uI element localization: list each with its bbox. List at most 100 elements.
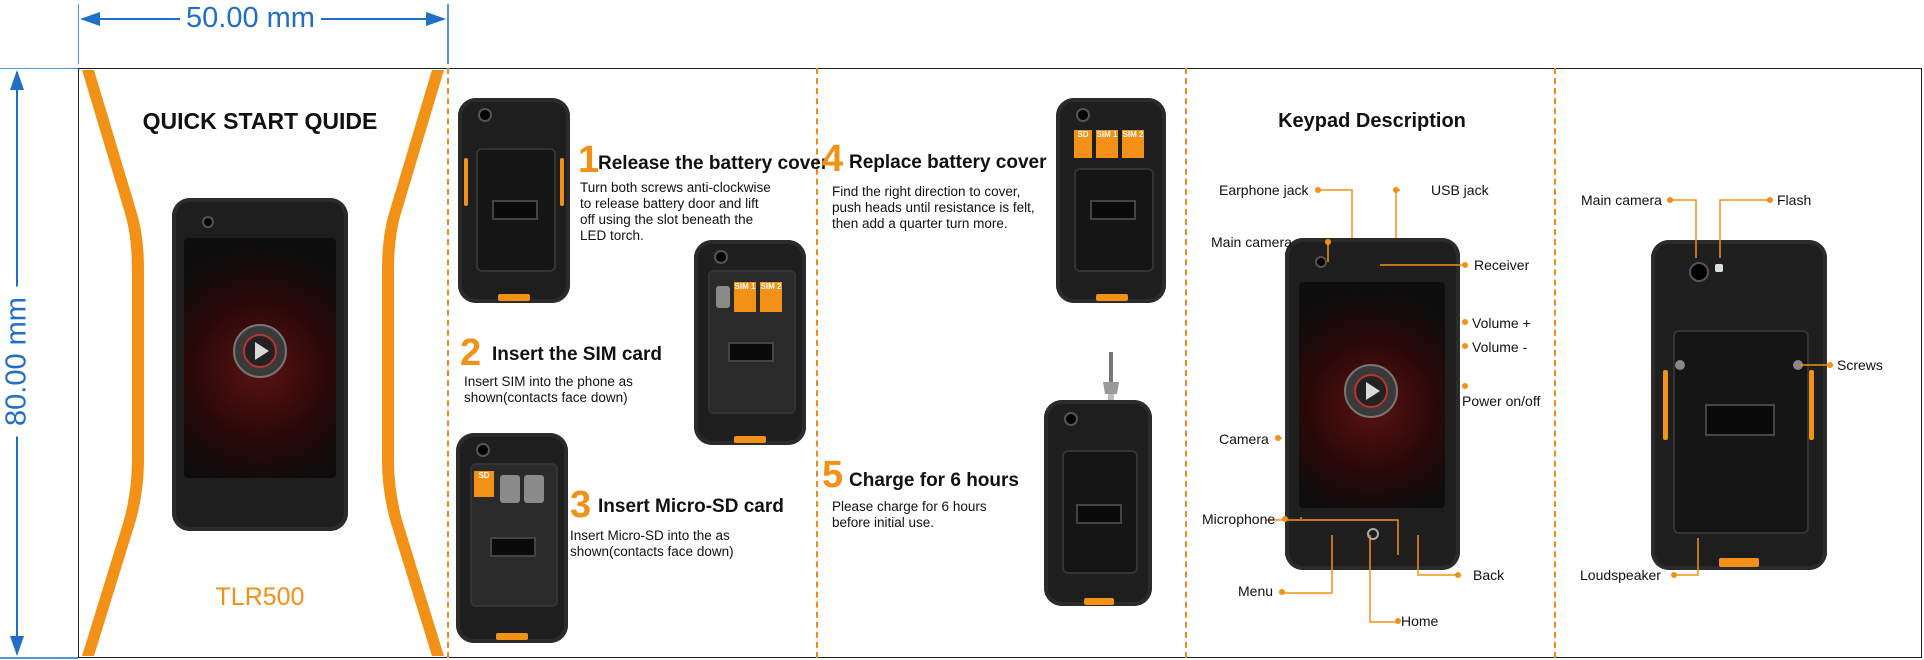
step4-number: 4 (822, 138, 844, 180)
charging-cable-icon (1103, 352, 1119, 404)
cover-phone-front (172, 198, 348, 531)
step1-label-slot (492, 200, 538, 220)
step2-sd-slot (716, 286, 730, 308)
step2-bottom-strip (734, 436, 766, 443)
home-dot (1395, 618, 1401, 624)
step5-phone-back (1044, 400, 1152, 606)
earphone-jack-dot (1315, 187, 1321, 193)
step3-line-1: Insert Micro-SD into the as (570, 528, 730, 543)
step5-line-2: before initial use. (832, 515, 935, 530)
keypad-play-icon (1344, 364, 1398, 418)
step4-phone-back: SD SIM 1 SIM 2 (1056, 98, 1166, 303)
width-dimension-label: 50.00 mm (180, 2, 321, 35)
label-home: Home (1401, 613, 1439, 629)
step3-sim2-slot (524, 475, 544, 503)
step3-sd-card: SD (474, 471, 494, 497)
fold-line-2 (816, 68, 818, 658)
label-usb-jack: USB jack (1431, 182, 1489, 198)
step4-line-3: then add a quarter turn more. (832, 216, 1008, 231)
step5-number: 5 (822, 454, 844, 496)
keypad-front-camera-icon (1315, 256, 1327, 268)
menu-dot (1279, 589, 1285, 595)
microphone-dot (1282, 516, 1288, 522)
step1-description: Turn both screws anti-clockwise to relea… (580, 180, 820, 244)
step2-line-2: shown(contacts face down) (464, 390, 628, 405)
step4-title: Replace battery cover (849, 152, 1047, 173)
loudspeaker-dot (1671, 572, 1677, 578)
step5-description: Please charge for 6 hours before initial… (832, 499, 1052, 531)
step3-title: Insert Micro-SD card (598, 496, 784, 517)
step1-line-1: Turn both screws anti-clockwise (580, 180, 771, 195)
label-menu: Menu (1238, 583, 1274, 599)
step4-sim1-card: SIM 1 (1096, 130, 1118, 158)
step3-bottom-strip (496, 633, 528, 640)
fold-line-1 (447, 68, 449, 658)
rear-camera-icon (1689, 262, 1709, 282)
label-volume-up: Volume + (1472, 315, 1531, 331)
back-callout-lines (1670, 199, 1830, 576)
usb-jack-dot (1393, 187, 1399, 193)
step2-camera-icon (714, 250, 728, 264)
receiver-dot (1462, 262, 1468, 268)
step2-sim1-card: SIM 1 (734, 282, 756, 312)
leaflet-sheet (78, 68, 1922, 658)
step1-side-strip-right (560, 158, 564, 206)
label-microphone: Microphone (1202, 511, 1276, 527)
back-dot (1455, 572, 1461, 578)
step1-line-4: LED torch. (580, 228, 644, 243)
step4-line-1: Find the right direction to cover, (832, 184, 1021, 199)
step3-camera-icon (476, 443, 490, 457)
step5-title: Charge for 6 hours (849, 470, 1019, 491)
step1-bottom-strip (498, 294, 530, 301)
screw-left-icon (1675, 360, 1685, 370)
volume-down-dot (1462, 343, 1468, 349)
label-power: Power on/off (1462, 393, 1541, 409)
step5-bottom-strip (1084, 598, 1114, 605)
label-back-main-camera: Main camera (1581, 192, 1662, 208)
volume-up-dot (1462, 319, 1468, 325)
step2-line-1: Insert SIM into the phone as (464, 374, 633, 389)
step4-camera-icon (1076, 108, 1090, 122)
keypad-callout-lines (1265, 189, 1468, 623)
fold-line-4 (1554, 68, 1556, 658)
step2-sim2-card: SIM 2 (760, 282, 782, 312)
step2-phone-back-open: SIM 1 SIM 2 (694, 240, 806, 445)
step4-battery-door (1074, 168, 1154, 272)
step1-number: 1 (578, 139, 600, 181)
step2-title: Insert the SIM card (492, 344, 662, 365)
back-main-camera-dot (1667, 197, 1673, 203)
keypad-phone-front (1285, 238, 1460, 570)
step4-sd-card: SD (1074, 130, 1092, 158)
flash-icon (1715, 264, 1723, 272)
label-main-camera-front: Main camera (1211, 234, 1292, 250)
step5-label-slot (1076, 504, 1122, 524)
back-bottom-strip (1719, 558, 1759, 567)
step1-line-3: off using the slot beneath the (580, 212, 754, 227)
label-receiver: Receiver (1474, 257, 1530, 273)
cover-phone-camera-icon (202, 216, 214, 228)
cover-model-name: TLR500 (215, 583, 305, 611)
label-screws: Screws (1837, 357, 1883, 373)
step4-label-slot (1090, 200, 1136, 220)
step3-line-2: shown(contacts face down) (570, 544, 734, 559)
label-back: Back (1473, 567, 1505, 583)
step3-phone-back-open: SD (456, 433, 568, 643)
label-volume-down: Volume - (1472, 339, 1528, 355)
step5-line-1: Please charge for 6 hours (832, 499, 987, 514)
step3-sim1-slot (500, 475, 520, 503)
keypad-title: Keypad Description (1278, 110, 1466, 132)
label-camera: Camera (1219, 431, 1269, 447)
cover-orange-bracket-right (382, 70, 444, 656)
step4-line-2: push heads until resistance is felt, (832, 200, 1035, 215)
step4-description: Find the right direction to cover, push … (832, 184, 1072, 232)
step4-bottom-strip (1096, 294, 1128, 301)
step3-description: Insert Micro-SD into the as shown(contac… (570, 528, 790, 560)
camera-dot (1275, 435, 1281, 441)
main-camera-dot (1325, 239, 1331, 245)
step5-camera-icon (1064, 412, 1078, 426)
label-loudspeaker: Loudspeaker (1580, 567, 1661, 583)
step1-line-2: to release battery door and lift (580, 196, 759, 211)
step1-title: Release the battery cover (598, 153, 829, 174)
step3-number: 3 (570, 484, 592, 526)
back-side-strip-right (1809, 370, 1814, 440)
